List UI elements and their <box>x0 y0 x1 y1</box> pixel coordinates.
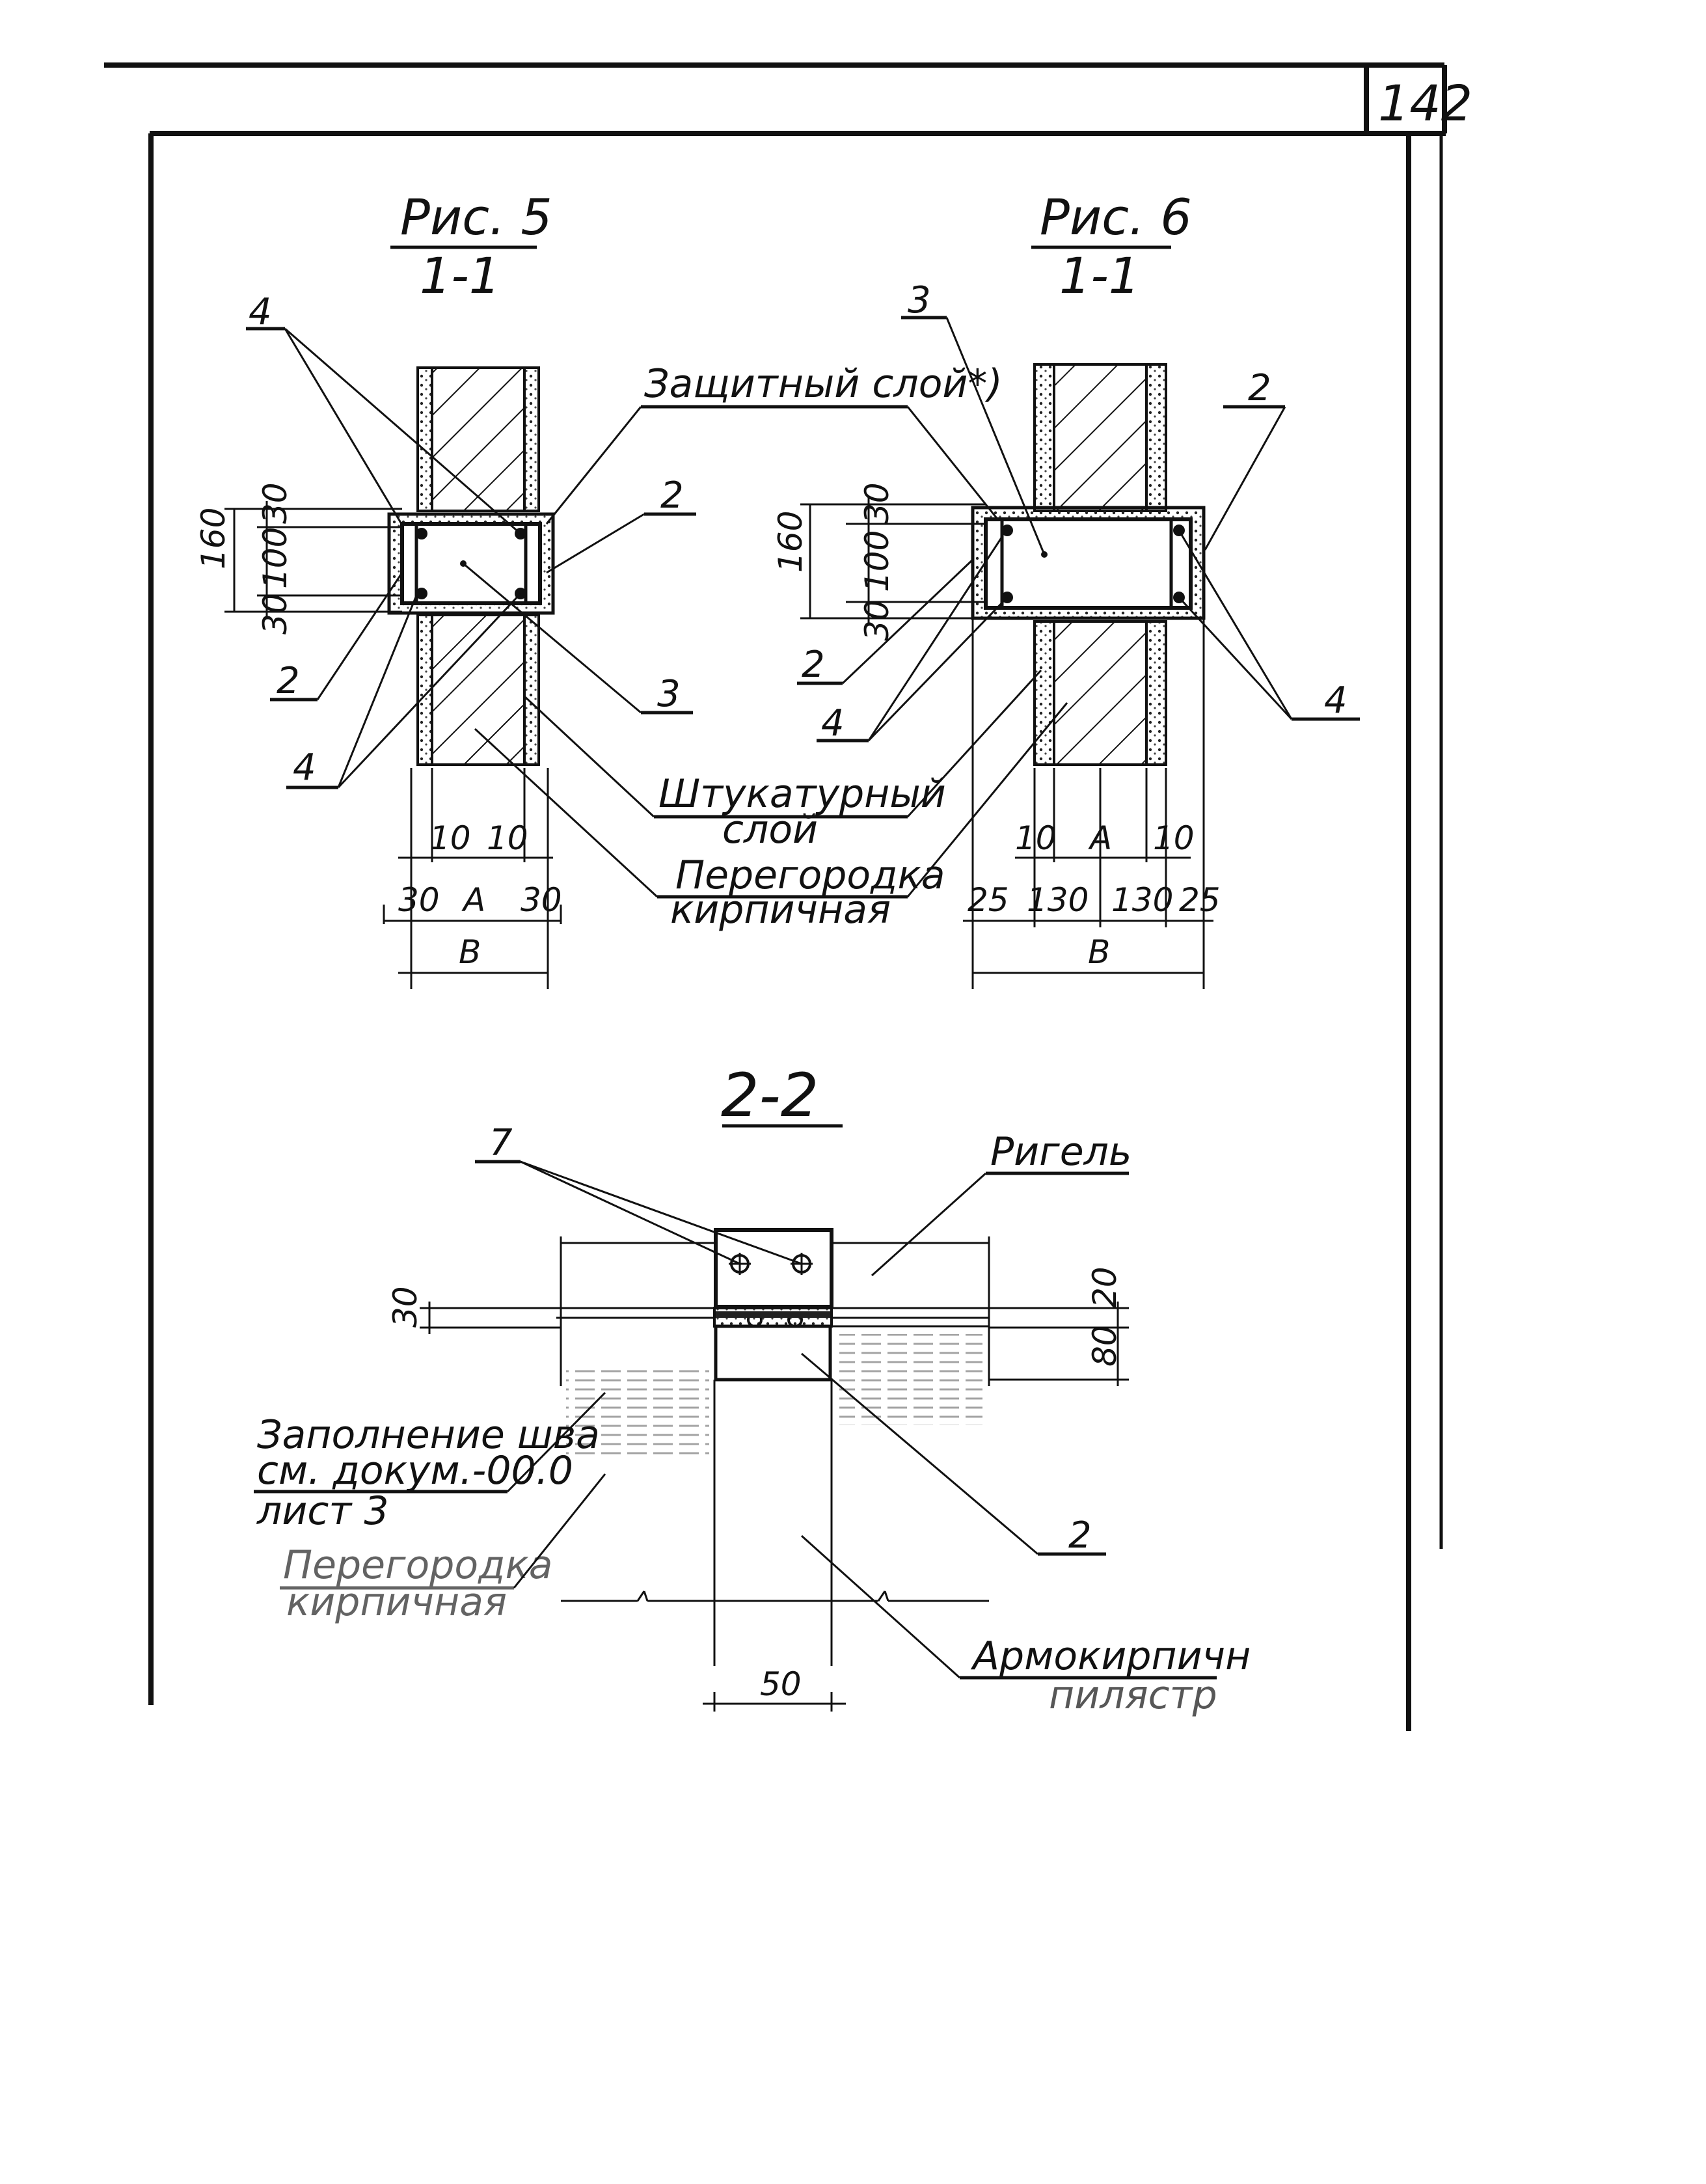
joint-label-line1: Заполнение шва <box>257 1412 600 1458</box>
fig6-dim-130-right: 130 <box>1111 881 1173 919</box>
page-number: 142 <box>1378 74 1472 132</box>
fig5-dim-A: A <box>461 881 485 919</box>
fig6-dim-30-bottom: 30 <box>858 599 896 641</box>
section22-dim-30: 30 <box>386 1286 424 1328</box>
section22-label-7: 7 <box>489 1122 513 1164</box>
section22-partition-line1: Перегородка <box>283 1542 553 1588</box>
section22-label-2: 2 <box>1068 1514 1092 1557</box>
fig6-label-3: 3 <box>908 279 931 321</box>
fig5-title: Рис. 5 <box>400 188 552 246</box>
fig5-dim-30-right: 30 <box>521 881 562 919</box>
fig6-dim-25-right: 25 <box>1179 881 1221 919</box>
fig6-label-2-right: 2 <box>1248 367 1271 409</box>
fig5-dim-100: 100 <box>256 527 294 589</box>
fig5-label-2-left: 2 <box>277 660 300 702</box>
section22-title: 2-2 <box>721 1061 819 1130</box>
figure-5: Рис. 5 1-1 160 30 100 30 <box>195 188 696 989</box>
fig6-dim-10-right: 10 <box>1153 819 1195 857</box>
pilaster-label-line2: пилястр <box>1049 1672 1217 1718</box>
fig6-dim-160: 160 <box>772 511 809 573</box>
fig5-dim-30-left: 30 <box>398 881 440 919</box>
fig6-section-label: 1-1 <box>1059 247 1140 305</box>
plaster-label-line2: слой <box>722 807 818 853</box>
joint-label-line3: лист 3 <box>256 1488 389 1534</box>
fig6-dim-B: B <box>1088 933 1110 971</box>
section22-beam-label: Ригель <box>990 1129 1131 1175</box>
fig6-dim-100: 100 <box>858 530 896 592</box>
fig5-label-4-top: 4 <box>249 291 272 333</box>
joint-label-line2: см. докум.-00.0 <box>257 1448 573 1494</box>
partition-label-line2: кирпичная <box>670 887 891 933</box>
fig5-dim-160: 160 <box>195 508 232 569</box>
fig5-dim-10-left: 10 <box>429 819 471 857</box>
section22-dim-80: 80 <box>1086 1325 1124 1367</box>
partition-label-line1: Перегородка <box>675 853 945 898</box>
protective-layer-label: Защитный слой*) <box>644 361 1003 407</box>
fig6-dim-130-left: 130 <box>1027 881 1089 919</box>
fig5-label-3: 3 <box>657 673 681 715</box>
plaster-label-line1: Штукатурный <box>658 771 946 817</box>
fig5-section-label: 1-1 <box>420 247 500 305</box>
fig6-dim-30-top: 30 <box>858 482 896 524</box>
section-2-2: 2-2 <box>254 1061 1251 1718</box>
fig5-dim-B: B <box>459 933 481 971</box>
fig5-dim-10-right: 10 <box>487 819 528 857</box>
section22-partition-line2: кирпичная <box>286 1579 507 1625</box>
fig6-dim-A: A <box>1088 819 1112 857</box>
pilaster-label-line1: Армокирпичн <box>970 1633 1251 1679</box>
section22-dim-50: 50 <box>760 1665 802 1703</box>
section22-dim-20: 20 <box>1086 1266 1124 1308</box>
fig5-label-4-bottom: 4 <box>293 746 316 789</box>
fig5-dim-30-top: 30 <box>256 482 294 524</box>
fig6-label-2-left: 2 <box>802 644 825 686</box>
fig5-label-2-right: 2 <box>660 474 684 517</box>
fig6-label-4-left: 4 <box>821 702 845 744</box>
fig6-dim-25-left: 25 <box>968 881 1009 919</box>
fig5-dim-30-bottom: 30 <box>256 593 294 635</box>
fig6-dim-10-left: 10 <box>1015 819 1057 857</box>
fig6-label-4-right: 4 <box>1324 679 1347 722</box>
shared-callouts: Защитный слой*) Штукатурный слой Перегор… <box>474 361 1068 933</box>
sheet-frame <box>104 62 1447 1731</box>
fig6-title: Рис. 6 <box>1040 188 1192 246</box>
figure-6: Рис. 6 1-1 160 30 100 30 <box>772 188 1360 989</box>
